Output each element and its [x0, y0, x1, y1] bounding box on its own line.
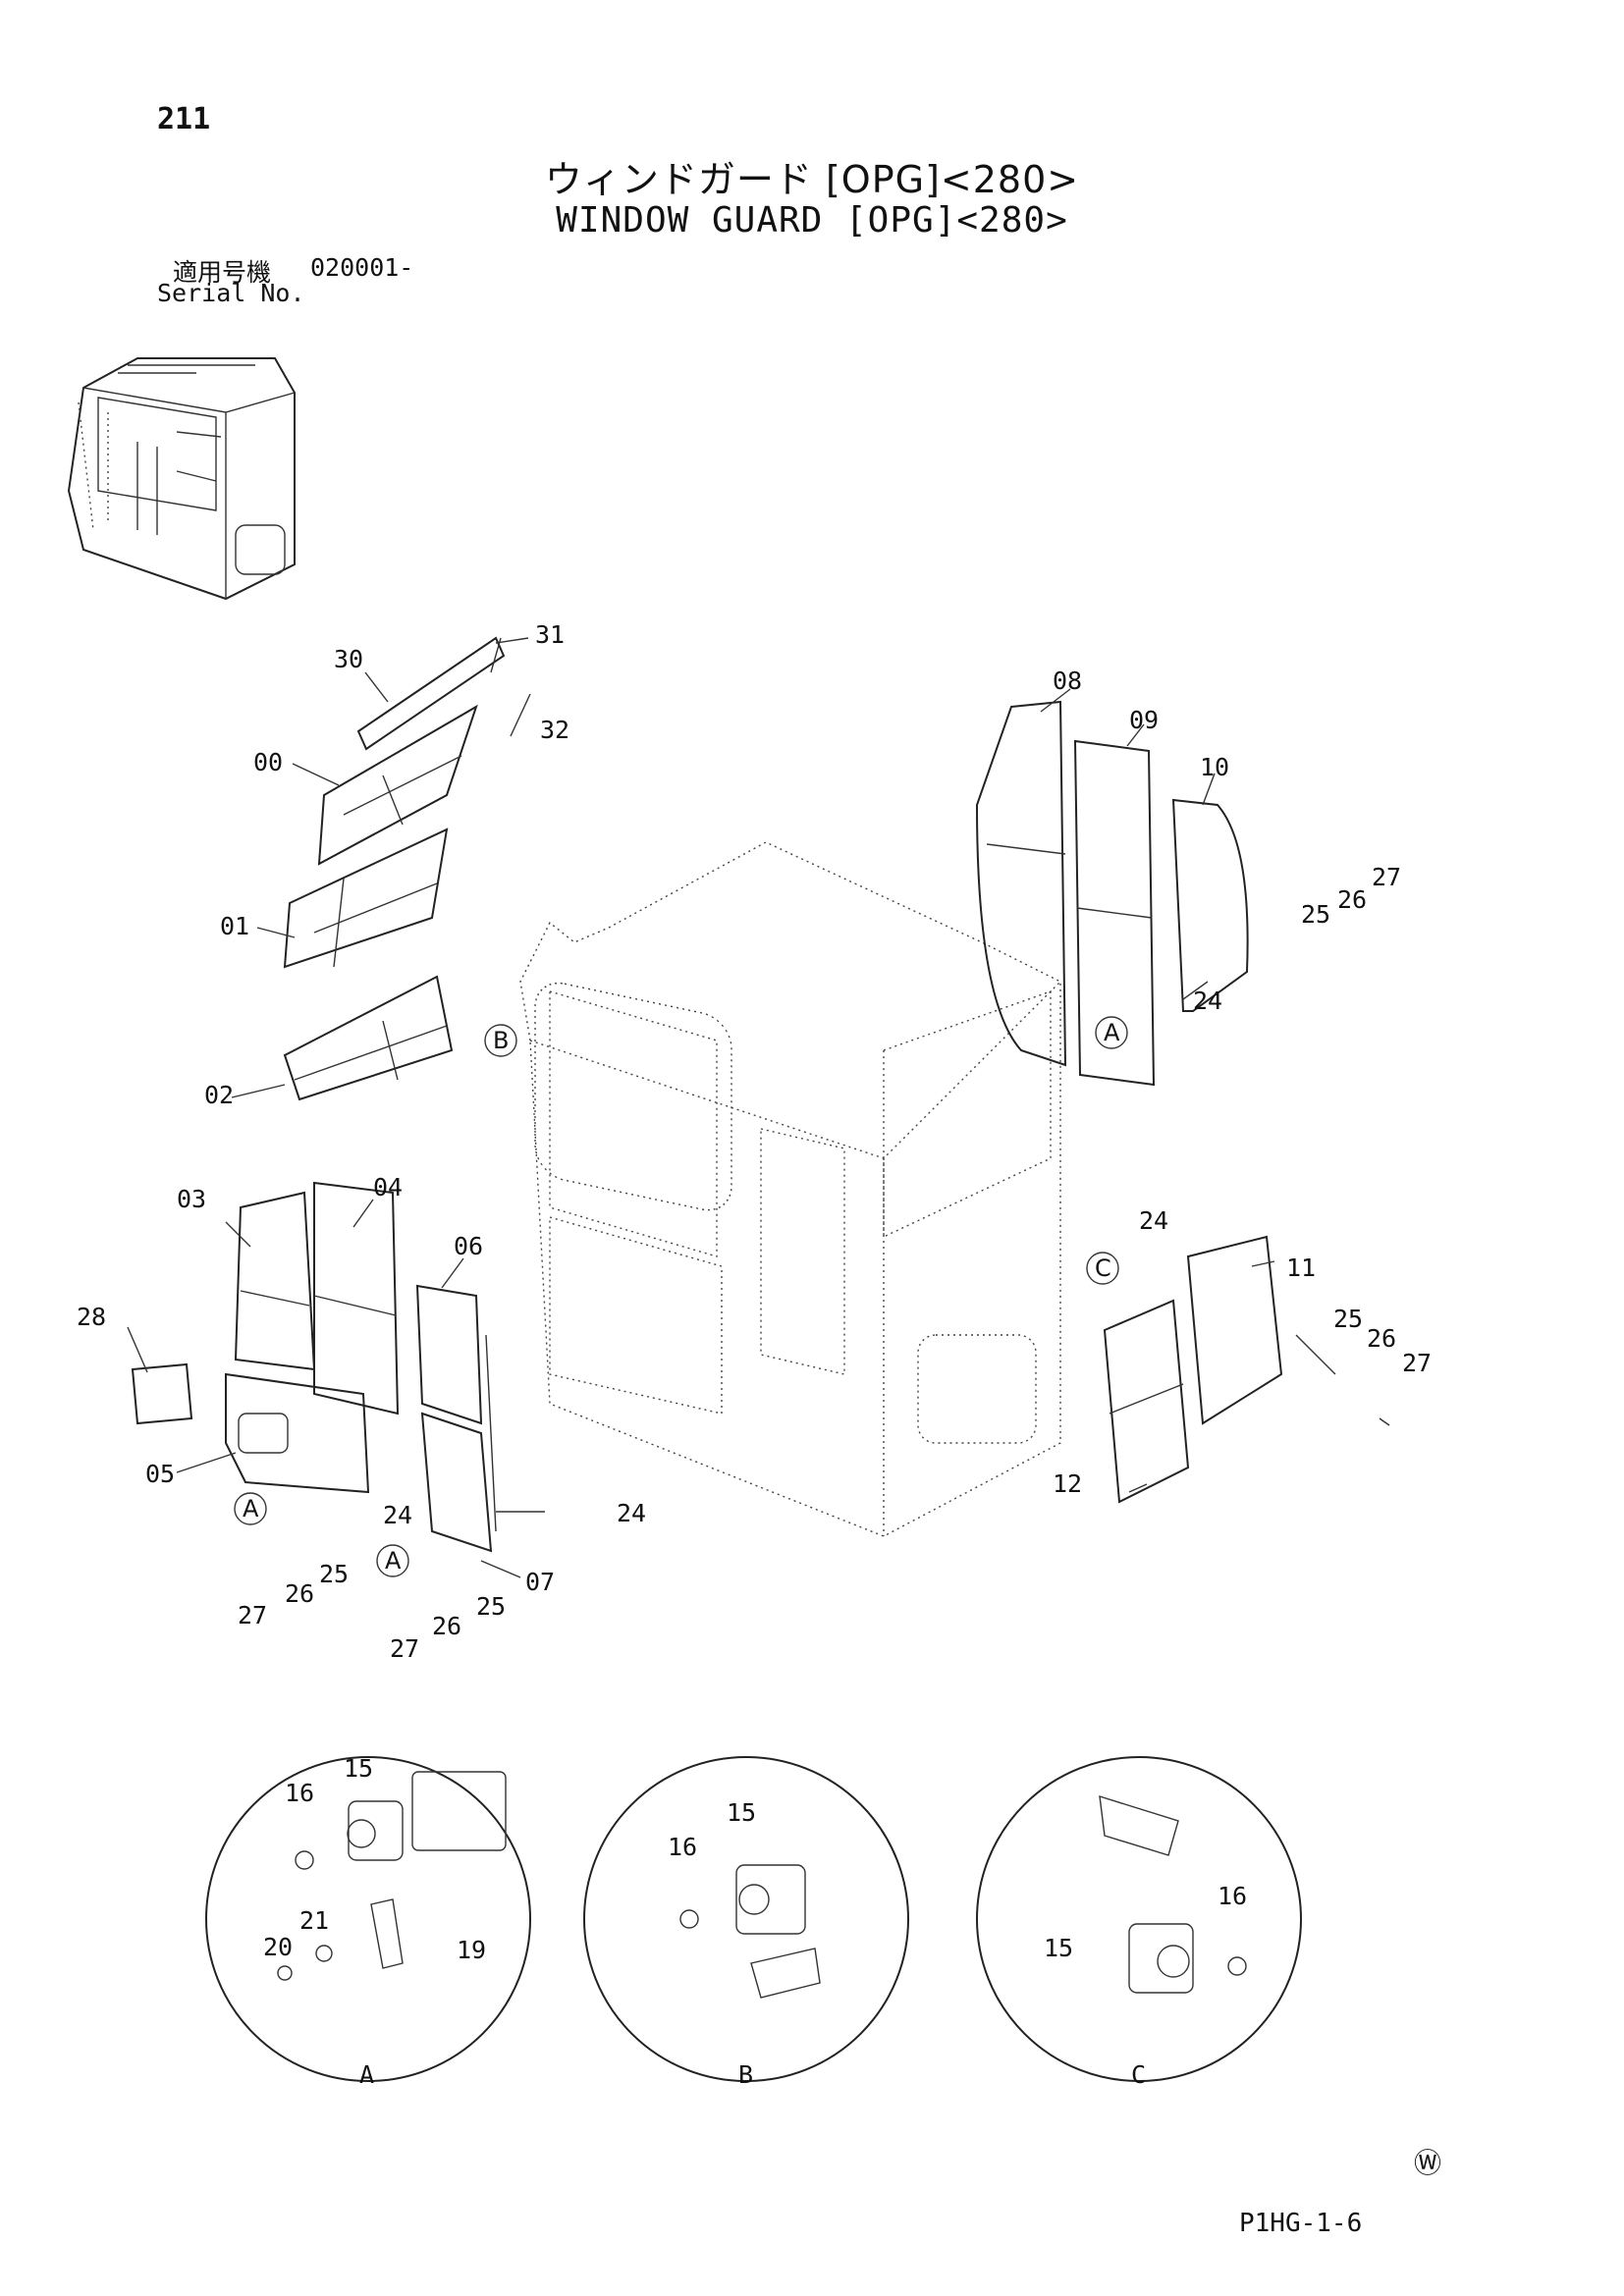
leader-lines: [127, 637, 1390, 1578]
ref-label-b: B: [493, 1027, 509, 1054]
cab-thumbnail-illustration: [67, 357, 296, 601]
part-label-15-a: 15: [344, 1754, 373, 1783]
ref-label-a-rear: A: [1104, 1019, 1120, 1046]
part-label-05: 05: [145, 1460, 175, 1488]
roof-guard-panels: [283, 636, 506, 1101]
part-label-16-b: 16: [668, 1833, 697, 1861]
part-label-27-rear: 27: [1372, 863, 1401, 891]
detail-circle-b: [583, 1756, 909, 2082]
cab-body-illustration: [519, 841, 1061, 1537]
detail-label-a: A: [359, 2060, 374, 2089]
part-label-24-left: 24: [383, 1501, 412, 1529]
serial-label-japanese: 適用号機: [173, 258, 272, 287]
left-side-guard-panels: [131, 1181, 497, 1553]
ref-marker-a-mid: [376, 1544, 409, 1577]
part-label-26-rear: 26: [1337, 885, 1367, 914]
serial-number-value: 020001-: [310, 253, 414, 282]
part-label-24-rear: 24: [1193, 987, 1222, 1015]
part-label-27-mid: 27: [390, 1634, 419, 1663]
part-label-12: 12: [1053, 1469, 1082, 1498]
part-label-01: 01: [220, 912, 249, 940]
ref-marker-group: [234, 1016, 1128, 1577]
right-side-guard-panels: [1103, 1235, 1283, 1504]
part-label-25-rear: 25: [1301, 900, 1330, 929]
part-label-16-a: 16: [285, 1779, 314, 1807]
serial-label-english: Serial No.: [157, 279, 305, 307]
part-label-28: 28: [77, 1303, 106, 1331]
part-label-27-left: 27: [238, 1601, 267, 1629]
page-number: 211: [157, 102, 211, 136]
part-label-15-c: 15: [1044, 1934, 1073, 1962]
part-label-32: 32: [540, 716, 569, 744]
rear-window-guards: [975, 700, 1249, 1087]
part-label-19-a: 19: [457, 1936, 486, 1964]
title-japanese: ウィンドガード [OPG]<280>: [544, 158, 1080, 201]
ref-marker-a-left: [234, 1492, 267, 1525]
ref-marker-a-rear: [1095, 1016, 1128, 1049]
part-label-06: 06: [454, 1232, 483, 1260]
part-label-31: 31: [535, 620, 565, 649]
ref-marker-c: [1086, 1252, 1119, 1285]
ref-label-c: C: [1095, 1255, 1111, 1282]
part-label-20-a: 20: [263, 1933, 293, 1961]
ref-label-a-mid: A: [385, 1547, 402, 1575]
part-label-08: 08: [1053, 667, 1082, 695]
part-label-00: 00: [253, 748, 283, 776]
part-label-30: 30: [334, 645, 363, 673]
part-label-07: 07: [525, 1568, 555, 1596]
part-label-24-mid: 24: [617, 1499, 646, 1527]
part-label-27-right: 27: [1402, 1349, 1432, 1377]
part-label-25-right: 25: [1333, 1305, 1363, 1333]
footer-page-code: P1HG-1-6: [1239, 2209, 1363, 2238]
part-label-09: 09: [1129, 706, 1159, 734]
part-label-10: 10: [1200, 753, 1229, 781]
part-label-03: 03: [177, 1185, 206, 1213]
part-label-25-left: 25: [319, 1560, 349, 1588]
w-mark-symbol: Ⓦ: [1414, 2147, 1442, 2179]
part-label-11: 11: [1286, 1254, 1316, 1282]
detail-label-c: C: [1131, 2060, 1146, 2089]
part-label-26-mid: 26: [432, 1612, 461, 1640]
part-label-25-mid: 25: [476, 1592, 506, 1621]
part-label-26-right: 26: [1367, 1324, 1396, 1353]
title-english: WINDOW GUARD [OPG]<280>: [556, 200, 1068, 240]
part-label-04: 04: [373, 1173, 403, 1201]
part-label-21-a: 21: [299, 1906, 329, 1935]
part-label-16-c: 16: [1218, 1882, 1247, 1910]
part-label-24-right: 24: [1139, 1206, 1168, 1235]
part-label-26-left: 26: [285, 1579, 314, 1608]
detail-circle-c: [976, 1756, 1302, 2082]
detail-circle-a: [205, 1756, 531, 2082]
ref-label-a-left: A: [243, 1495, 259, 1522]
ref-marker-b: [484, 1024, 517, 1057]
detail-label-b: B: [738, 2060, 753, 2089]
part-label-15-b: 15: [727, 1798, 756, 1827]
part-label-02: 02: [204, 1081, 234, 1109]
